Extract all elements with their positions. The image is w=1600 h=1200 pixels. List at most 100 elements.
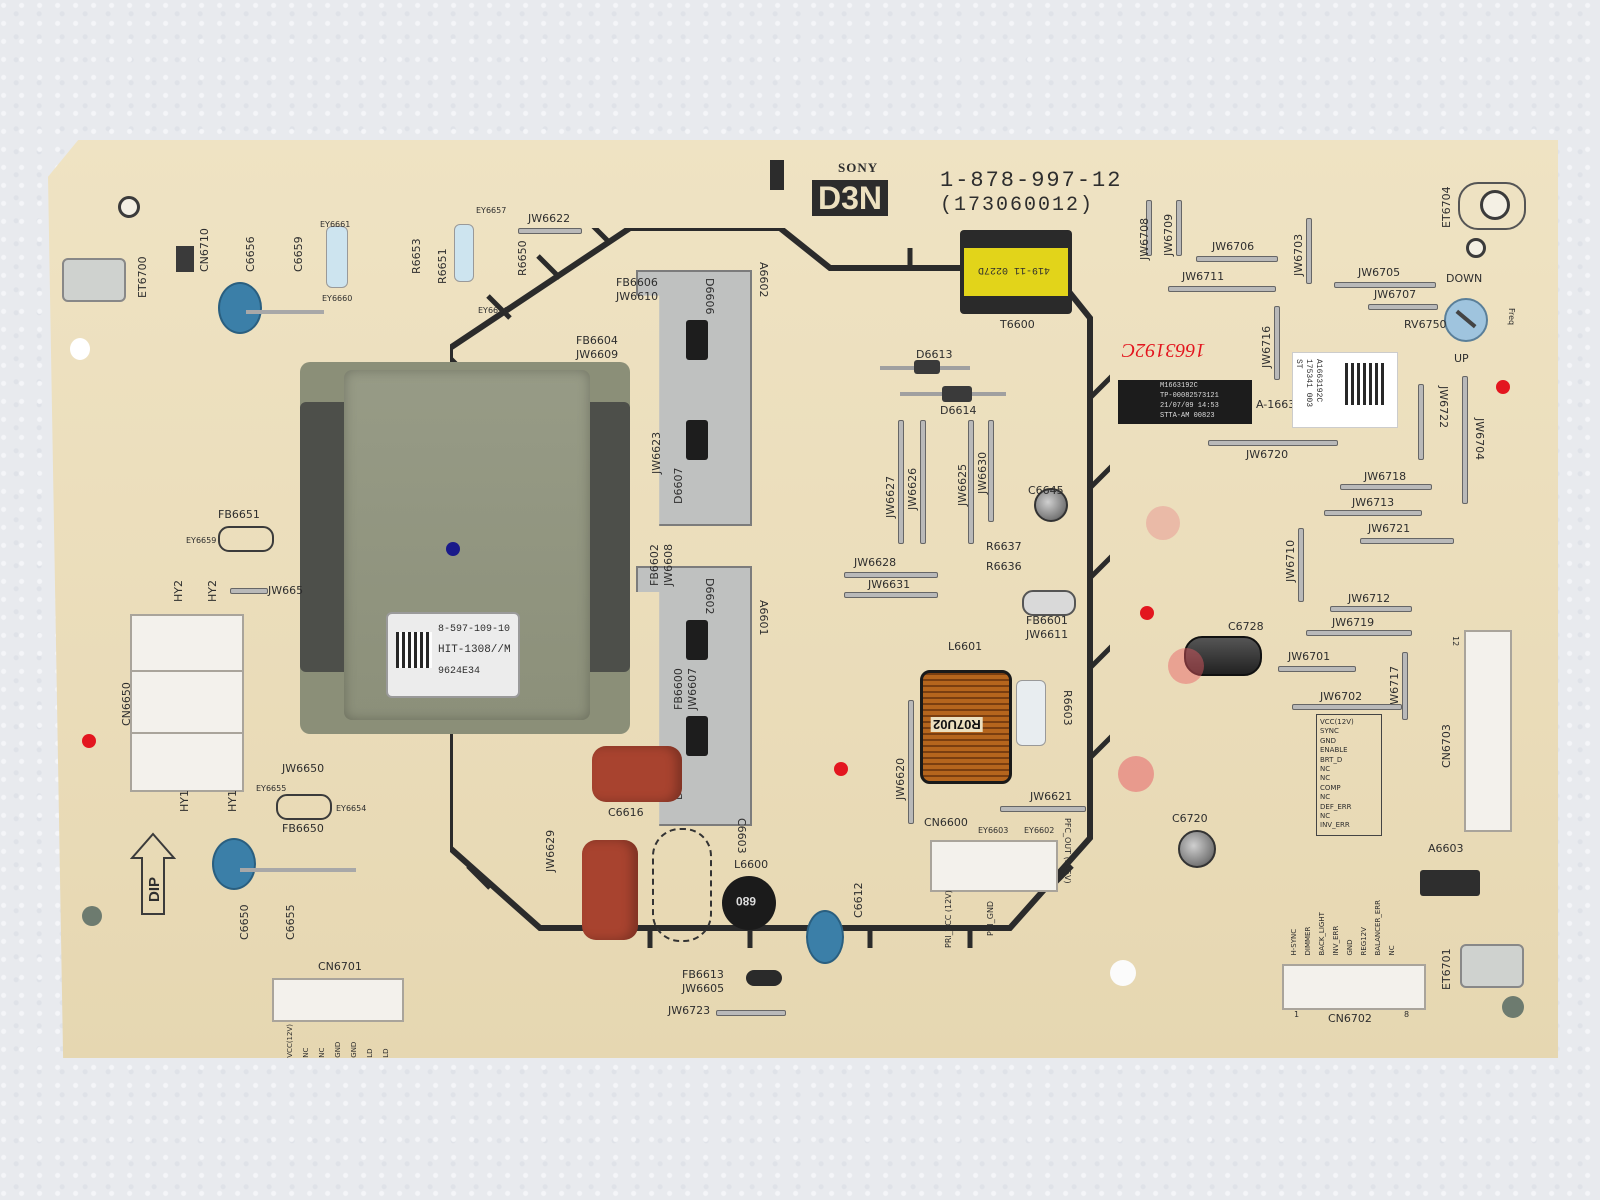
cn6703-signal: COMP (1320, 783, 1341, 792)
diode-d6613 (914, 360, 940, 374)
cn6702-signal: NC (1388, 945, 1396, 956)
ref-fb6604: FB6604 (576, 334, 618, 347)
cn6701-signal: LD (366, 1048, 374, 1058)
ref-a6602: A6602 (757, 262, 770, 298)
cn6703-signal: ENABLE (1320, 746, 1348, 755)
ref-jw6703: JW6703 (1292, 233, 1305, 276)
ref-ey6659: EY6659 (186, 536, 217, 545)
cn6701-signal: GND (334, 1041, 342, 1058)
film-capacitor-c6616 (592, 746, 682, 802)
cn6703-signal: SYNC (1320, 727, 1339, 736)
blue-marker-dot (446, 542, 460, 556)
ref-jw6704: JW6704 (1473, 418, 1486, 461)
ref-r6603: R6603 (1061, 690, 1074, 726)
ref-jw6650: JW6650 (282, 762, 325, 775)
ref-jw6608: JW6608 (662, 543, 675, 586)
l6601-marking: R07U02 (931, 717, 983, 732)
jumper-jw6620 (908, 700, 914, 824)
jumper-jw6628 (844, 572, 938, 578)
cn6703-signal: NC (1320, 812, 1331, 821)
resistor-r6651 (454, 224, 474, 282)
ref-jw6712: JW6712 (1348, 592, 1391, 605)
ref-jw6605: JW6605 (682, 982, 725, 995)
ref-cn6701: CN6701 (318, 960, 362, 973)
jumper-jw6718 (1340, 484, 1432, 490)
jumper-jw6712 (1330, 606, 1412, 612)
transformer-label: 8-597-109-10 HIT-1308//M 9624E34 (386, 612, 520, 698)
ref-c6659: C6659 (292, 236, 305, 272)
brand-logo: SONY (838, 160, 879, 175)
jumper-jw6723 (716, 1010, 786, 1016)
ref-ey6654: EY6654 (336, 804, 367, 813)
ref-a6603: A6603 (1428, 842, 1464, 855)
capacitor-lead (246, 310, 324, 314)
jumper-jw6708 (1146, 200, 1152, 256)
ref-jw6631: JW6631 (868, 578, 911, 591)
jumper-jw6702 (1292, 704, 1402, 710)
ref-jw6719: JW6719 (1332, 616, 1375, 629)
mounting-hole (1466, 238, 1486, 258)
main-transformer: 8-597-109-10 HIT-1308//M 9624E34 (300, 362, 630, 734)
mounting-hole (82, 906, 102, 926)
film-capacitor-c6604 (582, 840, 638, 940)
sticker-left-line2: TP-00082573121 (1160, 392, 1219, 400)
ref-jw6716: JW6716 (1260, 325, 1273, 368)
part-code: (173060012) (940, 194, 1095, 217)
trimmer-rv6750[interactable] (1444, 298, 1488, 342)
hv-connector-top (130, 614, 244, 674)
cn6702-signal: DIMMER (1304, 926, 1312, 956)
ref-c6728: C6728 (1228, 620, 1264, 633)
handwritten-note: 1663192C (1122, 339, 1206, 361)
ref-jw6621: JW6621 (1030, 790, 1073, 803)
cn6702-signal: BACK_LIGHT (1318, 912, 1326, 956)
et6704-outline (1458, 182, 1526, 230)
ref-d6602: D6602 (703, 578, 716, 615)
mounting-hole (1502, 996, 1524, 1018)
pot-down-label: DOWN (1446, 272, 1483, 285)
ref-fb6602: FB6602 (648, 544, 661, 586)
ref-ey6656: EY6656 (478, 306, 509, 315)
ref-ey6603: EY6603 (978, 826, 1009, 835)
ref-jw6706: JW6706 (1212, 240, 1255, 253)
dashed-outline (652, 828, 712, 942)
l6600-marking: 680 (736, 894, 757, 908)
ref-jw6713: JW6713 (1352, 496, 1395, 509)
t6600-winding: 419-11 0227D (964, 248, 1068, 296)
ref-c6612: C6612 (852, 882, 865, 918)
capacitor-c6728 (1184, 636, 1262, 676)
jumper-jw6701 (1278, 666, 1356, 672)
resistor-r6603 (1016, 680, 1046, 746)
capacitor-c6612 (806, 910, 844, 964)
ref-jw6625: JW6625 (956, 463, 969, 506)
ref-l6600: L6600 (734, 858, 769, 871)
dip-label: DIP (146, 876, 163, 902)
ref-hy1b: HY1 (226, 790, 239, 812)
ref-jw6711: JW6711 (1182, 270, 1225, 283)
ref-r6650: R6650 (516, 240, 529, 276)
connector-cn6600 (930, 840, 1058, 892)
ref-jw6609: JW6609 (576, 348, 619, 361)
ref-jw6629: JW6629 (544, 829, 557, 872)
capacitor-c6656 (218, 282, 262, 334)
ground-lug (1460, 944, 1524, 988)
qr-code (396, 632, 432, 668)
ref-jw6623: JW6623 (650, 431, 663, 474)
ref-jw6610: JW6610 (616, 290, 659, 303)
dip-arrow-icon (130, 832, 176, 915)
jumper-jw6711 (1168, 286, 1276, 292)
jumper-jw6627 (898, 420, 904, 544)
ref-fb6613: FB6613 (682, 968, 724, 981)
cn6702-signal: REG12V (1360, 927, 1368, 956)
sticker-left-line1: M1663192C (1160, 382, 1198, 390)
ref-cn6650: CN6650 (120, 682, 133, 726)
ref-jw6708: JW6708 (1138, 217, 1151, 260)
jumper-jw6625 (968, 420, 974, 544)
cn6703-signal: NC (1320, 793, 1331, 802)
ref-hy2b: HY2 (206, 580, 219, 602)
ref-jw6707: JW6707 (1374, 288, 1417, 301)
component-a6603 (1420, 870, 1480, 896)
part-number: 1-878-997-12 (940, 168, 1123, 193)
